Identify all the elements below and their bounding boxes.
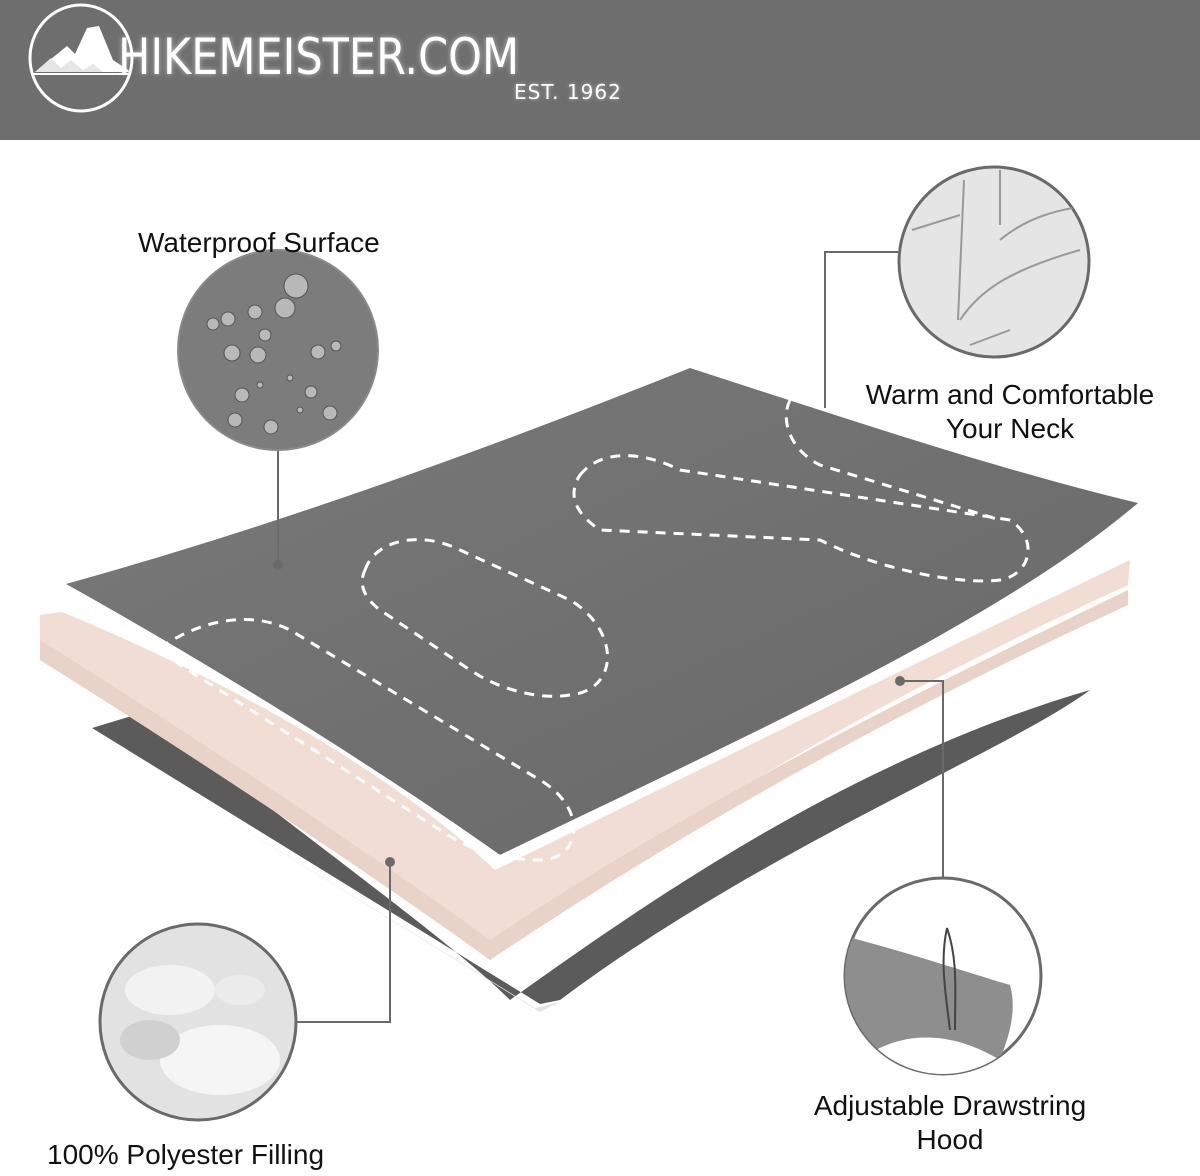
established-year: EST. 1962 — [514, 80, 622, 104]
filling-layer — [40, 560, 1130, 960]
outer-shell-layer — [66, 368, 1138, 862]
feature-label-hood: Adjustable Drawstring Hood — [784, 1089, 1116, 1157]
polyester-fiber-icon — [98, 922, 298, 1122]
water-droplets-icon — [177, 249, 379, 451]
feature-label-neck-line1: Warm and Comfortable — [865, 379, 1155, 410]
mountain-circle-logo-icon — [28, 3, 134, 113]
brand-name: HIKEMEISTER.COM — [118, 28, 520, 86]
feature-label-hood-line1: Adjustable Drawstring — [813, 1090, 1087, 1121]
feature-label-neck: Warm and Comfortable Your Neck — [838, 378, 1182, 446]
feature-label-filling: 100% Polyester Filling — [47, 1139, 325, 1170]
drawstring-hood-icon — [843, 876, 1043, 1076]
brand-header: HIKEMEISTER.COM EST. 1962 — [0, 0, 1200, 140]
feature-label-hood-line2: Hood — [916, 1124, 984, 1155]
quilted-fabric-icon — [897, 165, 1091, 359]
stitching-lines — [157, 399, 1030, 862]
feature-label-neck-line2: Your Neck — [945, 413, 1075, 444]
feature-label-waterproof: Waterproof Surface — [138, 227, 380, 258]
callout-lines — [277, 251, 944, 1023]
callout-dots — [273, 560, 905, 867]
inner-lining-layer — [90, 690, 1090, 1012]
